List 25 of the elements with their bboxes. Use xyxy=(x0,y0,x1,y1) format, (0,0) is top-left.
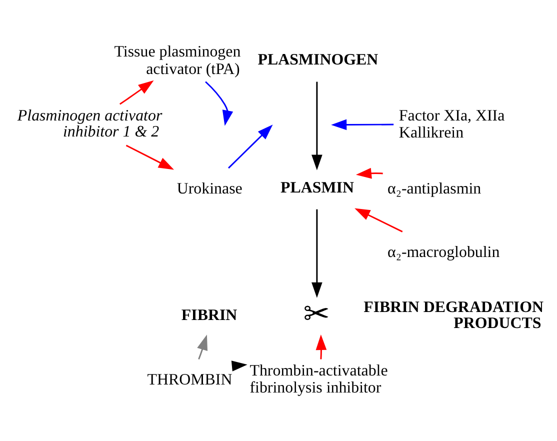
arrow xyxy=(316,334,327,360)
node-text: Urokinase xyxy=(176,180,242,198)
arrow xyxy=(354,208,403,232)
node-text: Plasminogen activator inhibitor 1 & 2 xyxy=(17,108,162,140)
arrow xyxy=(356,168,383,179)
arrow xyxy=(197,334,208,360)
node-text: FIBRIN xyxy=(181,306,238,324)
node-text: Thrombin-activatable fibrinolysis inhibitor xyxy=(250,362,388,397)
arrow xyxy=(228,124,273,169)
arrow xyxy=(312,82,322,170)
arrow xyxy=(231,360,248,372)
arrow xyxy=(312,209,322,298)
node-text: α₂-antiplasmin xyxy=(388,180,482,198)
arrow xyxy=(126,144,174,170)
node-text: Factor XIa, XIIa Kallikrein xyxy=(398,108,505,142)
arrow xyxy=(119,80,154,105)
node-text: PLASMINOGEN xyxy=(258,52,378,69)
arrow xyxy=(205,81,234,126)
node-text: ✂ xyxy=(303,294,330,333)
node-text: THROMBIN xyxy=(147,372,232,389)
node-text: FIBRIN DEGRADATION PRODUCTS xyxy=(364,298,544,332)
node-text: α₂-macroglobulin xyxy=(388,244,500,262)
arrow xyxy=(331,119,394,130)
node-text: PLASMIN xyxy=(280,179,354,196)
node-text: Tissue plasminogen activator (tPA) xyxy=(114,44,241,78)
